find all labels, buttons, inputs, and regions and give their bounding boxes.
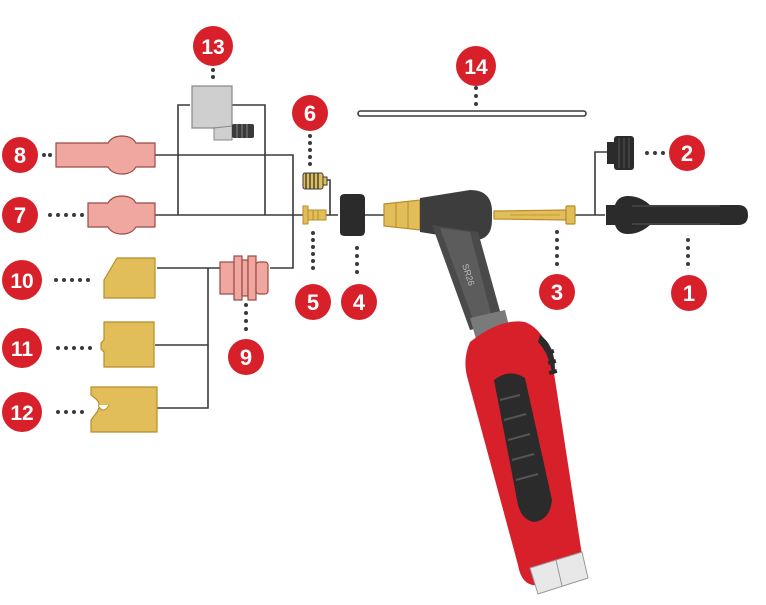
collet-part — [302, 205, 327, 225]
gaslens13-left-line — [177, 104, 190, 215]
leader-5 — [311, 231, 315, 270]
collet-body-part — [219, 255, 269, 301]
leader-7 — [48, 213, 84, 217]
callout-badge-13: 13 — [193, 26, 233, 66]
callout-label-7: 7 — [14, 203, 26, 228]
gas-diffuser-small-part — [302, 172, 328, 190]
notched-cup-part — [90, 386, 158, 433]
leader-3 — [555, 230, 559, 266]
callout-label-2: 2 — [681, 141, 693, 166]
cup12-notch — [97, 404, 110, 411]
leader-1 — [686, 238, 690, 266]
short-back-cap-part — [607, 136, 634, 170]
heat-shield-part — [340, 194, 365, 236]
callout-badge-3: 3 — [539, 274, 575, 310]
leader-10 — [54, 278, 90, 282]
leader-2 — [645, 151, 665, 155]
callout-badge-10: 10 — [2, 260, 42, 300]
short-nozzle-part — [87, 195, 156, 235]
long-collet-part — [493, 205, 576, 225]
callout-badge-7: 7 — [2, 197, 38, 233]
leader-14 — [474, 86, 478, 106]
callout-badge-2: 2 — [669, 135, 705, 171]
leader-13 — [211, 68, 215, 79]
callout-label-8: 8 — [14, 143, 26, 168]
callout-label-3: 3 — [551, 280, 563, 305]
callout-badge-6: 6 — [292, 95, 328, 131]
callout-label-1: 1 — [683, 281, 695, 306]
gas-lens-angle-part — [191, 85, 254, 141]
leader-6 — [308, 134, 312, 166]
callout-label-14: 14 — [464, 56, 488, 79]
callout-badge-12: 12 — [2, 392, 42, 432]
long-back-cap-part — [606, 196, 748, 234]
callout-label-5: 5 — [307, 290, 319, 315]
leader-8 — [42, 153, 52, 157]
torch-body: SR26 — [383, 190, 589, 595]
callout-badge-4: 4 — [341, 284, 377, 320]
callout-label-4: 4 — [353, 290, 366, 315]
nozzle8-line — [155, 154, 294, 215]
callout-badge-11: 11 — [2, 328, 42, 368]
leader-11 — [56, 346, 92, 350]
callout-badge-14: 14 — [456, 46, 496, 86]
callout-label-13: 13 — [201, 36, 224, 59]
callout-badge-9: 9 — [228, 339, 264, 375]
long-nozzle-part — [55, 135, 156, 175]
callout-badge-5: 5 — [295, 284, 331, 320]
leader-12 — [56, 410, 84, 414]
leader-9 — [244, 303, 248, 331]
cap2-bracket — [594, 151, 607, 215]
callout-label-11: 11 — [11, 338, 34, 361]
pointed-cup-part — [103, 257, 156, 299]
flat-cup-part — [100, 321, 155, 368]
callout-label-9: 9 — [240, 345, 252, 370]
callout-label-12: 12 — [10, 402, 33, 425]
cup12-line — [157, 345, 209, 409]
callout-label-10: 10 — [10, 270, 33, 293]
dotted-leaders — [42, 68, 690, 414]
collet9-line — [270, 215, 294, 269]
tungsten-electrode — [357, 110, 587, 117]
callout-badge-1: 1 — [671, 275, 707, 311]
callout-badge-8: 8 — [2, 137, 38, 173]
gaslens13-right-line — [232, 104, 266, 215]
cup11-line — [155, 268, 209, 346]
callout-label-6: 6 — [304, 101, 316, 126]
leader-4 — [355, 246, 359, 274]
